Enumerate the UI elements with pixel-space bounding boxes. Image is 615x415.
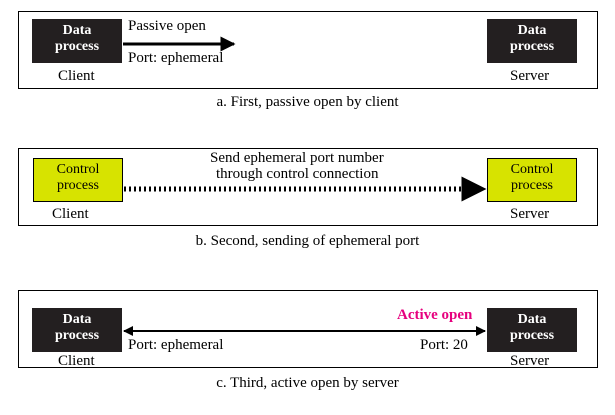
server-control-process-box: Control process (487, 158, 577, 202)
message-line-2: through control connection (216, 166, 379, 182)
server-label: Server (510, 206, 550, 222)
server-data-process-box: Data process (487, 19, 577, 63)
server-port-20-label: Port: 20 (420, 337, 468, 353)
client-label: Client (58, 68, 95, 84)
client-ephemeral-port-label: Port: ephemeral (128, 337, 224, 353)
client-data-process-box: Data process (32, 19, 122, 63)
server-data-process-box: Data process (487, 308, 577, 352)
ephemeral-port-label: Port: ephemeral (128, 50, 224, 66)
client-control-process-box: Control process (33, 158, 123, 202)
server-label: Server (510, 68, 550, 84)
client-data-process-box: Data process (32, 308, 122, 352)
client-label: Client (58, 353, 95, 369)
caption-a: a. First, passive open by client (216, 94, 399, 110)
message-line-1: Send ephemeral port number (210, 150, 384, 166)
passive-open-label: Passive open (128, 18, 206, 34)
active-open-label: Active open (397, 307, 473, 323)
client-label: Client (52, 206, 89, 222)
caption-c: c. Third, active open by server (216, 375, 399, 391)
caption-b: b. Second, sending of ephemeral port (195, 233, 420, 249)
server-label: Server (510, 353, 550, 369)
